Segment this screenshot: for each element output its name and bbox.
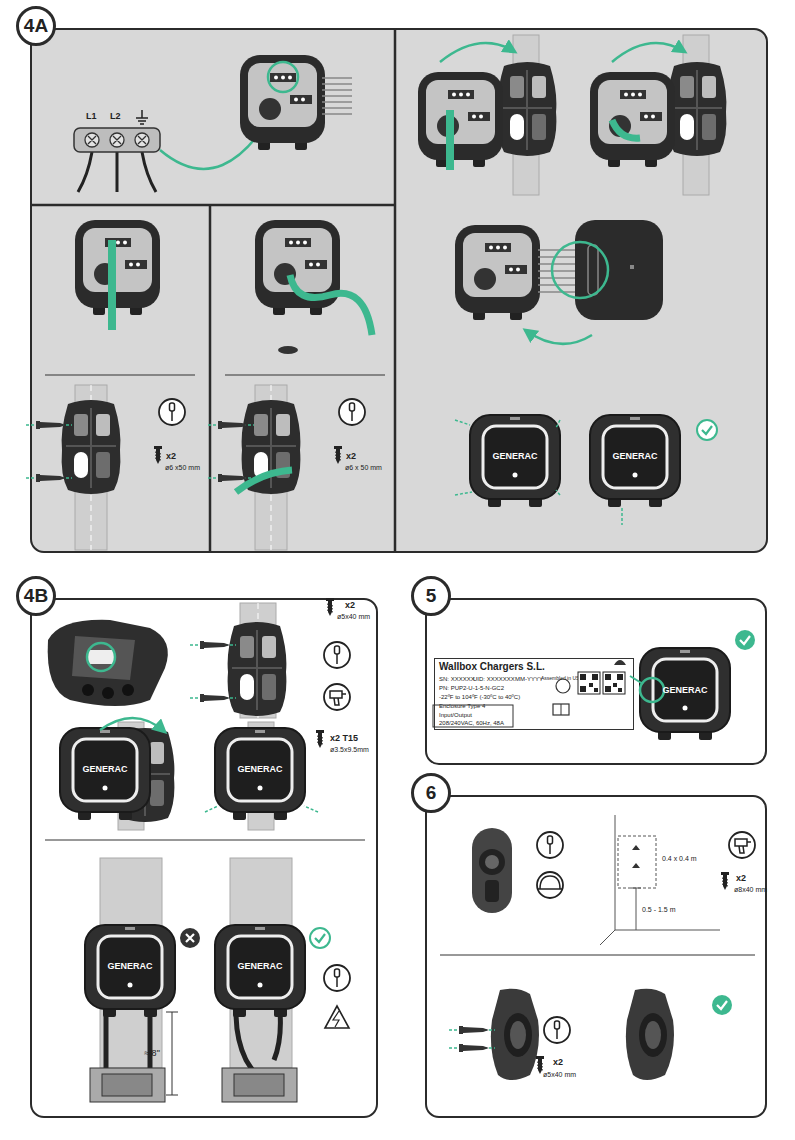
dimension-label: x2 [346,452,356,461]
step-number: 5 [426,585,437,607]
step-number: 4A [24,15,48,37]
dimension-label: ø8x40 mm [734,886,767,893]
dimension-label: x2 T15 [330,734,358,743]
step-panel: 4B [30,598,378,1118]
dimension-label: x2 [345,601,355,610]
dimension-label: ø6 x50 mm [165,464,200,471]
step-number: 6 [426,782,437,804]
brand-logo: GENERAC [107,962,152,971]
dimension-label: ø6 x 50 mm [345,464,382,471]
dimension-label: L2 [110,112,121,121]
plate-text: PN: PUP2-U-1-5-N-GC2 [439,685,504,691]
step-panel: 6 [425,795,767,1118]
step-badge: 4B [16,576,56,616]
dimension-label: ø3.5x9.5mm [330,746,369,753]
step-badge: 5 [411,576,451,616]
plate-text: UID: XXXXXXX [473,676,515,682]
plate-text: -22ºF to 104ºF (-30ºC to 40ºC) [439,694,520,700]
brand-logo: GENERAC [82,765,127,774]
plate-text: Wallbox Chargers S.L. [439,662,545,672]
dimension-label: x2 [736,874,746,883]
plate-text: Input/Output [439,712,472,718]
plate-text: Assembled in USA [541,676,583,681]
dimension-label: ø5x40 mm [337,613,370,620]
brand-logo: GENERAC [662,686,707,695]
step-panel: 5Wallbox Chargers S.L.SN: XXXXXXUID: XXX… [425,598,767,765]
step-panel: 4A [30,28,768,553]
brand-logo: GENERAC [237,765,282,774]
brand-logo: GENERAC [492,452,537,461]
dimension-label: 0.5 - 1.5 m [642,906,675,913]
plate-text: 208/240VAC, 60Hz, 48A [439,720,504,726]
brand-logo: GENERAC [237,962,282,971]
dimension-label: 0.4 x 0.4 m [662,855,697,862]
plate-text: Enclosure Type 4 [439,703,485,709]
step-badge: 4A [16,6,56,46]
dimension-label: ≈ 8" [144,1049,160,1058]
dimension-label: L1 [86,112,97,121]
rating-plate: Wallbox Chargers S.L. SN: XXXXXXUID: XXXX… [434,658,634,730]
plate-text: SN: XXXXXX [439,676,475,682]
dimension-label: ø5x40 mm [543,1071,576,1078]
step-number: 4B [24,585,48,607]
plate-text: MM-YYYY [515,676,543,682]
dimension-label: x2 [166,452,176,461]
brand-logo: GENERAC [612,452,657,461]
dimension-label: x2 [553,1058,563,1067]
step-badge: 6 [411,773,451,813]
